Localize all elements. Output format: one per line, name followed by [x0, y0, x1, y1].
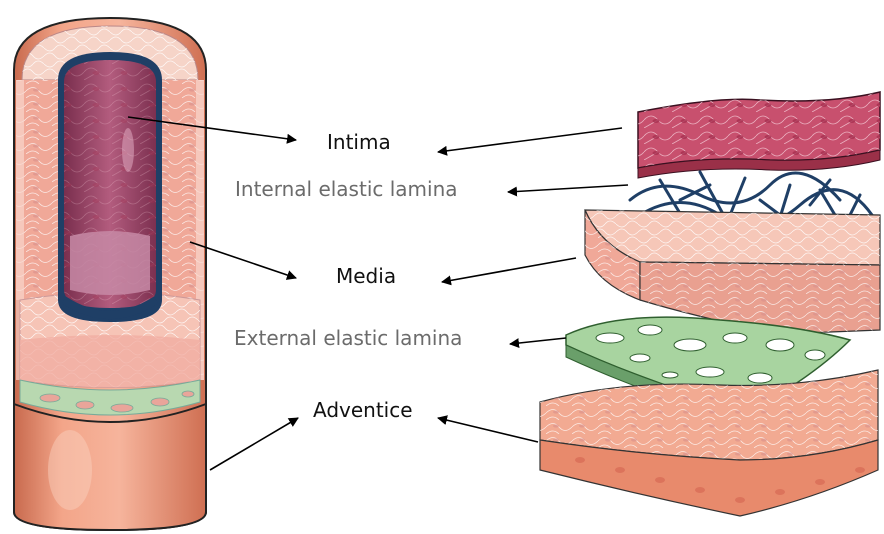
arrow-slab-to-media: [442, 258, 576, 282]
arrow-slab-to-adventice: [438, 418, 538, 442]
artery-tube: [14, 18, 206, 530]
arrow-sheet-to-external-lamina: [510, 338, 566, 344]
intima-layer: [638, 92, 880, 178]
arrow-mesh-to-internal-lamina: [508, 185, 628, 192]
label-adventice: Adventice: [313, 398, 413, 422]
label-media: Media: [336, 264, 396, 288]
media-layer: [585, 210, 880, 334]
arrow-slab-to-intima: [438, 128, 622, 152]
label-internal-elastic-lamina: Internal elastic lamina: [235, 177, 458, 201]
label-external-elastic-lamina: External elastic lamina: [234, 326, 462, 350]
arrow-tube-to-adventice: [210, 418, 298, 470]
adventitia-layer: [540, 370, 878, 516]
label-intima: Intima: [327, 130, 391, 154]
